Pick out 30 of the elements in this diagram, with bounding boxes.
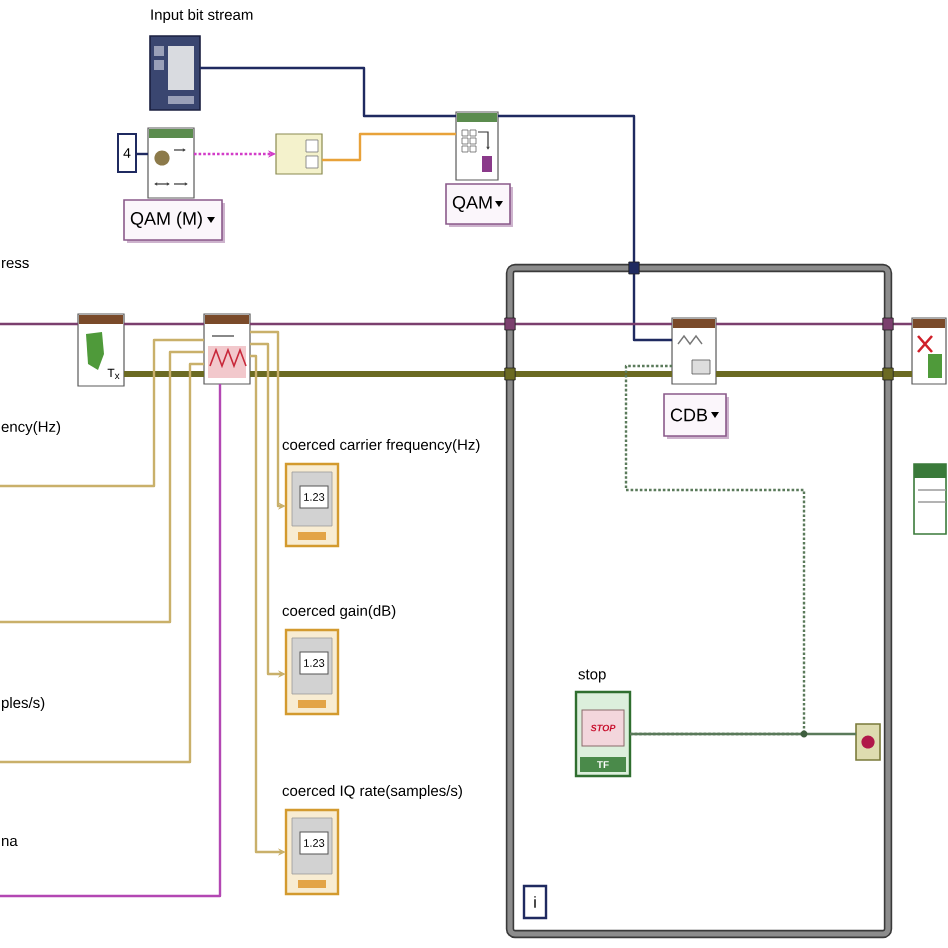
vi-block xyxy=(671,317,717,385)
iteration-terminal: i xyxy=(522,884,548,920)
wire xyxy=(0,350,204,624)
vi-block xyxy=(911,317,947,385)
ring-selector: CDB xyxy=(663,393,729,439)
ring-selector: QAM (M) xyxy=(123,199,225,243)
vi-block xyxy=(203,313,251,385)
wire xyxy=(0,362,204,764)
vi-block xyxy=(147,127,195,199)
wire xyxy=(0,384,222,898)
wire xyxy=(0,322,78,326)
stop-terminal xyxy=(855,723,881,761)
wire xyxy=(624,364,806,736)
while-loop-frame xyxy=(505,263,893,939)
wire xyxy=(136,152,148,156)
wire xyxy=(124,322,204,326)
wire xyxy=(200,66,456,118)
ring-selector: QAM xyxy=(445,183,513,227)
wire xyxy=(498,114,672,342)
wire xyxy=(250,371,672,377)
status-box xyxy=(913,463,947,535)
wire xyxy=(716,322,912,326)
wire xyxy=(124,371,204,377)
wire xyxy=(322,132,456,162)
vi-block xyxy=(455,111,499,181)
wire xyxy=(716,371,912,377)
wire xyxy=(630,732,856,736)
wire xyxy=(0,338,204,488)
function-block xyxy=(275,133,323,175)
wire xyxy=(250,322,672,326)
